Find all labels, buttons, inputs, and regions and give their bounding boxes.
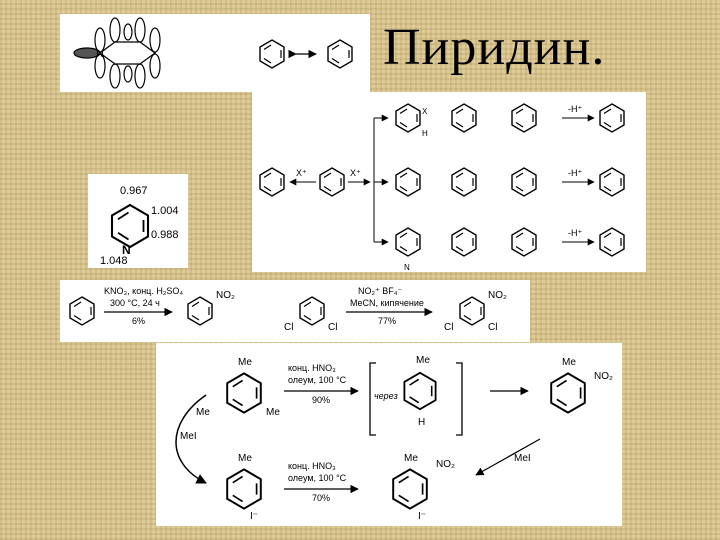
svg-text:Me: Me — [196, 407, 210, 418]
svg-text:I⁻: I⁻ — [418, 511, 426, 522]
svg-text:H: H — [422, 129, 428, 138]
svg-text:77%: 77% — [378, 316, 396, 326]
collidine-panel: Me Me Me MeI конц. HNO₃ олеум, 100 °C 90… — [156, 343, 622, 526]
svg-text:Cl: Cl — [444, 322, 453, 333]
svg-text:через: через — [374, 391, 398, 401]
orbital-diagram: N — [73, 17, 353, 89]
svg-text:NO₂: NO₂ — [216, 290, 235, 301]
svg-text:N: N — [404, 263, 410, 272]
svg-text:олеум, 100 °C: олеум, 100 °C — [288, 473, 347, 483]
svg-text:NO₂: NO₂ — [594, 371, 613, 382]
svg-text:Me: Me — [562, 357, 576, 368]
svg-text:-H⁺: -H⁺ — [568, 168, 582, 178]
collidine-diagram: Me Me Me MeI конц. HNO₃ олеум, 100 °C 90… — [175, 355, 613, 522]
density-nitrogen: N — [122, 243, 131, 257]
svg-text:Me: Me — [266, 407, 280, 418]
svg-text:конц. HNO₃: конц. HNO₃ — [288, 363, 336, 373]
svg-text:KNO₃, конц. H₂SO₄: KNO₃, конц. H₂SO₄ — [104, 286, 183, 296]
svg-text:300 °C, 24 ч: 300 °C, 24 ч — [110, 298, 160, 308]
svg-text:X⁺: X⁺ — [296, 168, 307, 178]
svg-text:Me: Me — [238, 453, 252, 464]
nitration-diagram: KNO₃, конц. H₂SO₄ 300 °C, 24 ч 6% NO₂ Cl… — [69, 286, 507, 333]
svg-text:X: X — [422, 107, 428, 116]
svg-text:MeI: MeI — [514, 453, 531, 464]
svg-text:олеум, 100 °C: олеум, 100 °C — [288, 375, 347, 385]
svg-text:Me: Me — [238, 357, 252, 368]
svg-text:6%: 6% — [132, 316, 145, 326]
svg-text:MeI: MeI — [180, 431, 197, 442]
svg-text:X⁺: X⁺ — [350, 168, 361, 178]
svg-text:Cl: Cl — [284, 322, 293, 333]
page-title: Пиридин. — [383, 19, 606, 76]
svg-text:Me: Me — [404, 453, 418, 464]
svg-text:I⁻: I⁻ — [250, 511, 258, 522]
electron-density-panel: 0.967 1.004 0.988 N 1.048 — [88, 174, 188, 268]
mechanism-panel: X⁺ X⁺ -H⁺ -H⁺ -H⁺ X H N — [252, 92, 646, 272]
mechanism-diagram: X⁺ X⁺ -H⁺ -H⁺ -H⁺ X H N — [259, 103, 625, 272]
svg-text:NO₂⁺ BF₄⁻: NO₂⁺ BF₄⁻ — [358, 286, 402, 296]
density-c4: 0.967 — [120, 185, 148, 197]
orbital-panel: N — [60, 14, 370, 92]
nitration-panel: KNO₃, конц. H₂SO₄ 300 °C, 24 ч 6% NO₂ Cl… — [60, 280, 530, 342]
svg-text:Me: Me — [416, 355, 430, 366]
density-c3: 1.004 — [151, 205, 179, 217]
svg-text:NO₂: NO₂ — [436, 459, 455, 470]
svg-text:90%: 90% — [312, 395, 330, 405]
svg-text:-H⁺: -H⁺ — [568, 104, 582, 114]
svg-text:-H⁺: -H⁺ — [568, 228, 582, 238]
svg-text:70%: 70% — [312, 493, 330, 503]
svg-text:NO₂: NO₂ — [488, 290, 507, 301]
density-diagram: 0.967 1.004 0.988 N 1.048 — [100, 185, 179, 267]
density-c2: 0.988 — [151, 229, 179, 241]
svg-text:конц. HNO₃: конц. HNO₃ — [288, 461, 336, 471]
nitrogen-label: N — [96, 48, 104, 60]
svg-text:Cl: Cl — [328, 322, 337, 333]
svg-text:H: H — [418, 417, 425, 428]
svg-text:Cl: Cl — [488, 322, 497, 333]
density-n: 1.048 — [100, 255, 128, 267]
svg-text:MeCN, кипячение: MeCN, кипячение — [350, 298, 424, 308]
